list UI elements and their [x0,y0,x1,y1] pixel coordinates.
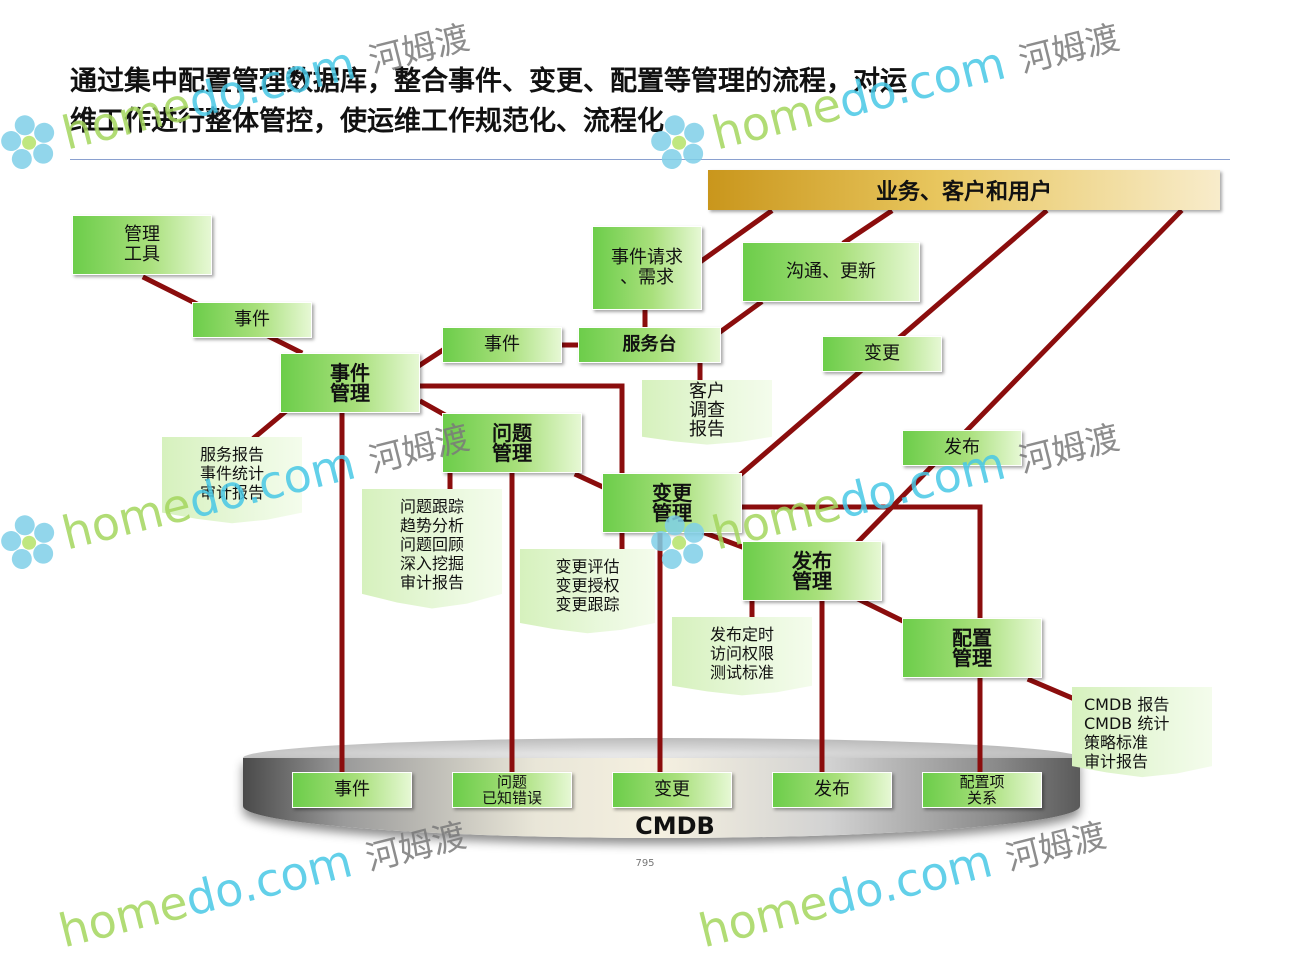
link-incident-change [419,383,625,478]
link-banner-release [851,208,1184,549]
change-management-node: 变更 管理 [602,473,742,533]
request-node: 事件请求 、需求 [592,226,702,310]
link-config-cmdb-reports [1026,676,1076,702]
cmdb-label: CMDB [635,812,715,840]
incident-management-node: 事件 管理 [280,353,420,413]
link-banner-request [696,208,774,266]
customer-survey-doc: 客户 调查 报告 [642,380,772,445]
cmdb-reports-doc: CMDB 报告 CMDB 统计 策略标准 审计报告 [1072,687,1212,778]
change-node-top: 变更 [822,336,942,372]
title-line-1: 通过集中配置管理数据库，整合事件、变更、配置等管理的流程，对运 [70,66,907,97]
link-tools-event [141,274,199,307]
link-release-config [856,596,909,626]
service-desk-node: 服务台 [578,327,721,363]
change-reports-doc: 变更评估 变更授权 变更跟踪 [520,549,655,634]
link-problem-change [573,471,607,491]
link-event-incident-mgmt [266,333,304,356]
page-title: 通过集中配置管理数据库，整合事件、变更、配置等管理的流程，对运 维工作进行整体管… [70,62,1070,142]
cmdb-item-config-relations: 配置项 关系 [922,772,1042,808]
cmdb-item-change: 变更 [612,772,732,808]
connector-lines [141,208,1184,775]
event-node-mid: 事件 [442,327,562,363]
problem-reports-doc: 问题跟踪 趋势分析 问题回顾 深入挖掘 审计报告 [362,489,502,609]
business-banner: 业务、客户和用户 [708,170,1220,210]
link-change-release [701,529,749,552]
link-incident-reports [251,408,289,441]
release-node-top: 发布 [902,430,1022,466]
title-line-2: 维工作进行整体管控，使运维工作规范化、流程化 [70,106,664,137]
link-communicate-desk [716,299,764,336]
cmdb-item-incident: 事件 [292,772,412,808]
link-change-config [739,504,983,621]
link-banner-communicate [841,208,894,246]
release-management-node: 发布 管理 [742,541,882,601]
management-tools-node: 管理 工具 [72,215,212,275]
link-incident-problem [418,398,449,419]
communicate-update-node: 沟通、更新 [742,242,920,302]
configuration-management-node: 配置 管理 [902,618,1042,678]
problem-management-node: 问题 管理 [442,413,582,473]
page-number: 795 [635,858,655,869]
cmdb-item-problem: 问题 已知错误 [452,772,572,808]
title-divider [70,159,1230,160]
release-reports-doc: 发布定时 访问权限 测试标准 [672,617,812,696]
link-event-incident [416,346,447,369]
event-node-top: 事件 [192,302,312,338]
cmdb-item-release: 发布 [772,772,892,808]
incident-reports-doc: 服务报告 事件统计 审计报告 [162,437,302,524]
